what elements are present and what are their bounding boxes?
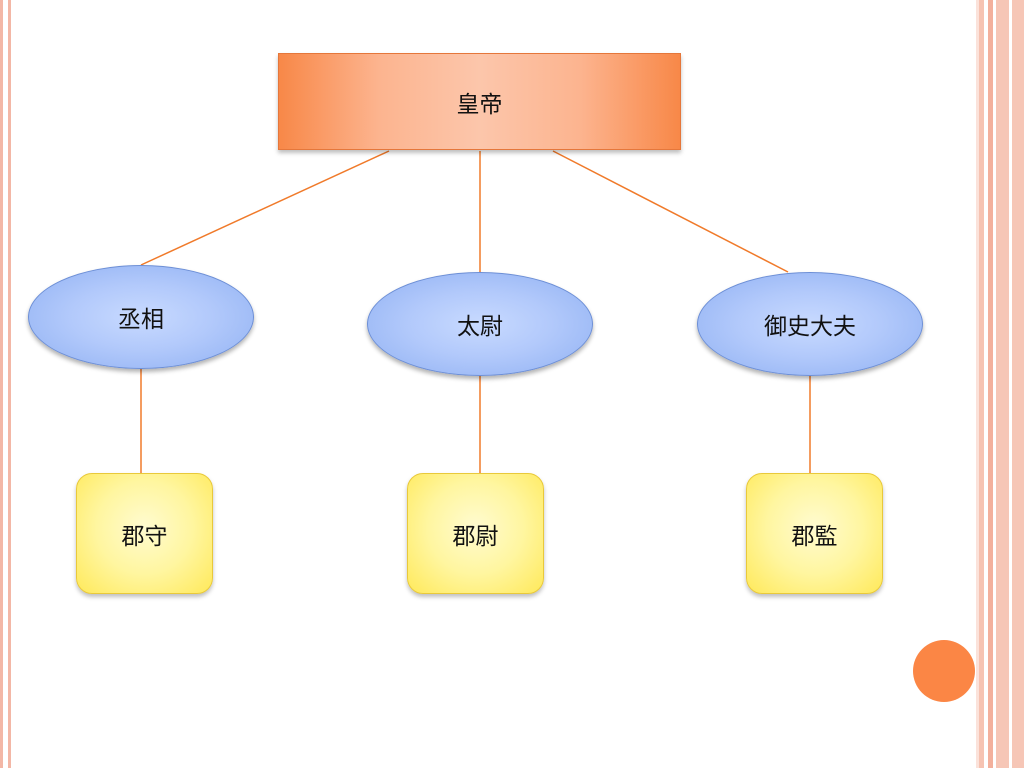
local-node-label: 郡守	[121, 523, 168, 550]
right-border-stripe	[979, 0, 984, 768]
right-border-stripe	[984, 0, 988, 768]
minister-node-label: 太尉	[457, 314, 503, 340]
local-node-label: 郡尉	[452, 523, 499, 550]
root-node-label: 皇帝	[456, 91, 503, 118]
left-border-inner-stripe	[3, 0, 8, 768]
minister-node-imperial-censor[interactable]: 御史大夫	[697, 272, 923, 376]
connector-root-to-minister-3	[552, 150, 789, 273]
decorative-circle	[913, 640, 975, 702]
local-node-commandery-governor[interactable]: 郡守	[76, 473, 213, 594]
local-node-commandery-commandant[interactable]: 郡尉	[407, 473, 544, 594]
right-border-stripe	[988, 0, 993, 768]
minister-node-chancellor[interactable]: 丞相	[28, 265, 254, 369]
local-node-commandery-inspector[interactable]: 郡監	[746, 473, 883, 594]
local-node-label: 郡監	[791, 523, 838, 550]
right-border-stripe	[993, 0, 996, 768]
connector-root-to-minister-1	[140, 150, 390, 266]
minister-node-label: 丞相	[118, 307, 164, 333]
minister-node-label: 御史大夫	[764, 314, 856, 340]
right-border-stripe	[976, 0, 979, 768]
right-border-stripe	[1009, 0, 1012, 768]
root-node-emperor[interactable]: 皇帝	[278, 53, 681, 150]
minister-node-grand-commandant[interactable]: 太尉	[367, 272, 593, 376]
